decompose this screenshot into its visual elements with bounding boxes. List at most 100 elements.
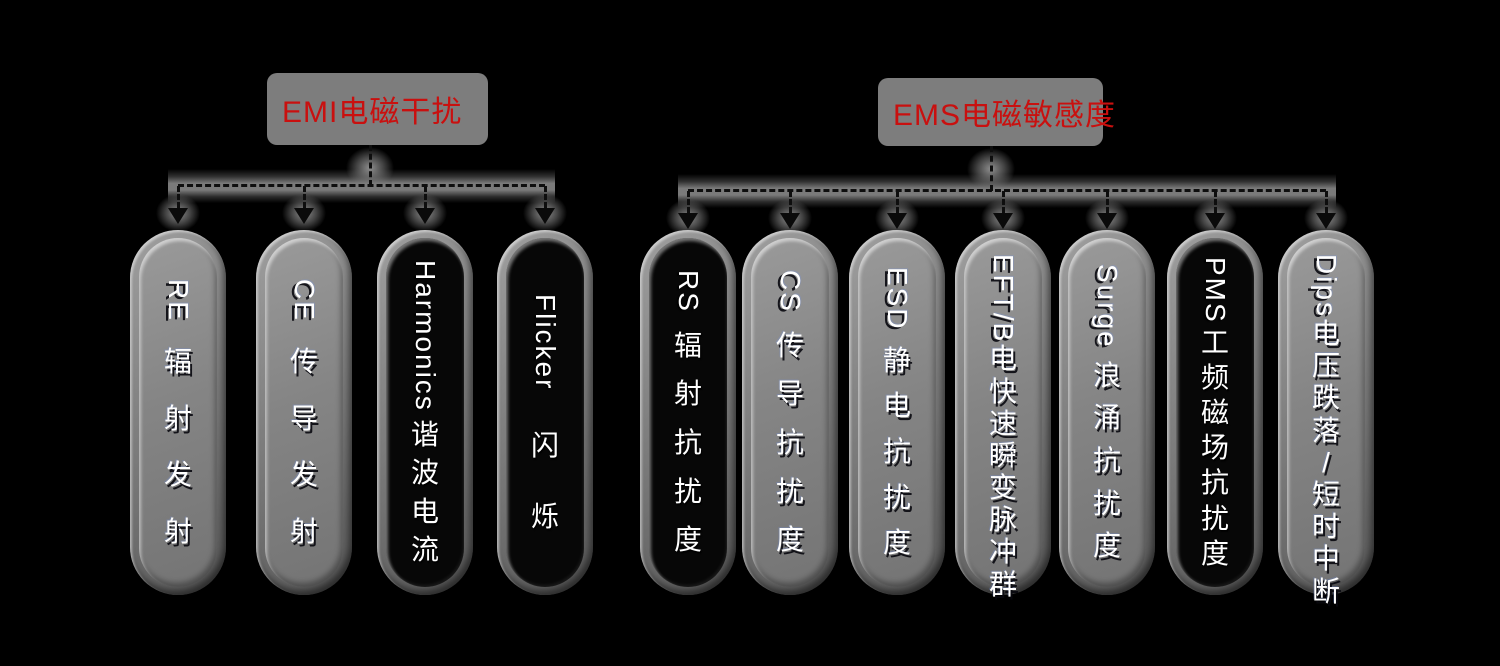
pill-label-segment: 速 xyxy=(988,407,1017,439)
arrow-down-icon xyxy=(678,213,698,229)
pill-label-segment: 跌 xyxy=(1311,382,1340,414)
pill-label-segment: 时 xyxy=(1311,511,1340,543)
pill-label-segment: 落 xyxy=(1311,414,1340,446)
pill-label-segment: 传 xyxy=(775,329,804,361)
pill-label-segment: 谐 xyxy=(410,418,439,450)
emi-branch-line xyxy=(544,186,547,208)
emi-group-header: EMI电磁干扰 xyxy=(267,73,488,145)
arrow-down-icon xyxy=(415,208,435,224)
pill-face: RS 辐射抗扰度 xyxy=(649,238,727,587)
pill-label-segment: 发 xyxy=(289,459,318,491)
pill-label-segment: 抗 xyxy=(1200,467,1229,499)
pill-face: Surge 浪涌抗扰度 xyxy=(1068,238,1146,587)
emi-connector-line xyxy=(178,184,545,187)
emi-branch-line xyxy=(424,186,427,208)
pill-label-segment: 场 xyxy=(1200,432,1229,464)
pill-label-segment: 度 xyxy=(775,524,804,556)
pill-label: Surge 浪涌抗扰度 xyxy=(1068,254,1146,573)
pill-label-segment: 传 xyxy=(289,346,318,377)
pill-label-segment: 扰 xyxy=(1200,502,1229,534)
ems-group-title: EMS电磁敏感度 xyxy=(893,99,1117,132)
ems-branch-line xyxy=(1106,191,1109,213)
pill-label-segment: 频 xyxy=(1200,361,1229,393)
pill-label-segment: 射 xyxy=(163,516,192,548)
pill-label-segment: 辐 xyxy=(673,329,702,361)
pill-label-segment: 射 xyxy=(673,378,702,410)
arrow-down-icon xyxy=(887,213,907,229)
pill-label-segment: 抗 xyxy=(882,435,911,467)
pill-label-segment: RE xyxy=(163,278,195,322)
ems-stem-line xyxy=(990,146,993,191)
arrow-down-icon xyxy=(1097,213,1117,229)
pill-label-segment: 度 xyxy=(1200,537,1229,569)
pill-label-segment: 电 xyxy=(988,343,1017,375)
pill-label-segment: 断 xyxy=(1311,575,1340,607)
pill-ems-0: RS 辐射抗扰度 xyxy=(640,230,736,595)
pill-label-segment: 电 xyxy=(410,495,439,527)
pill-label-segment: 磁 xyxy=(1200,397,1229,429)
pill-label-segment: PMS xyxy=(1200,257,1232,324)
pill-label-segment: 工 xyxy=(1200,326,1229,358)
pill-label-segment: 快 xyxy=(988,375,1017,407)
pill-label-segment: Dips xyxy=(1311,254,1343,319)
pill-label-segment: 导 xyxy=(289,402,318,434)
pill-label-segment: 发 xyxy=(163,459,192,491)
ems-branch-line xyxy=(789,191,792,213)
pill-label-segment: / xyxy=(1322,446,1330,478)
pill-label-segment: 度 xyxy=(1092,530,1121,562)
ems-branch-line xyxy=(687,191,690,213)
arrow-down-icon xyxy=(294,208,314,224)
pill-label-segment: 静 xyxy=(882,344,911,376)
pill-label-segment: 抗 xyxy=(1092,444,1121,476)
pill-label-segment: 流 xyxy=(410,534,439,566)
ems-group-header: EMS电磁敏感度 xyxy=(878,78,1115,146)
arrow-down-icon xyxy=(1316,213,1336,229)
pill-label-segment: 度 xyxy=(673,524,702,556)
pill-label-segment: 变 xyxy=(988,472,1017,504)
pill-label-segment: 扰 xyxy=(673,475,702,507)
pill-label-segment: 冲 xyxy=(988,536,1017,568)
pill-label-segment: 导 xyxy=(775,378,804,410)
ems-connector-line xyxy=(688,189,1326,192)
ems-branch-line xyxy=(1214,191,1217,213)
pill-label-segment: 抗 xyxy=(673,427,702,459)
pill-label-segment: ESD xyxy=(882,267,914,332)
pill-label-segment: 压 xyxy=(1311,350,1340,382)
pill-label-segment: 群 xyxy=(988,568,1017,600)
pill-label-segment: RS xyxy=(673,270,705,314)
arrow-down-icon xyxy=(1205,213,1225,229)
pill-label-segment: 烁 xyxy=(530,501,559,533)
pill-label-segment: Surge xyxy=(1092,264,1124,350)
pill-label-segment: 涌 xyxy=(1092,402,1121,434)
pill-label-segment: 短 xyxy=(1311,478,1340,510)
pill-label-segment: 扰 xyxy=(775,475,804,507)
pill-label-segment: CS xyxy=(775,270,807,314)
pill-label-segment: 扰 xyxy=(1092,487,1121,519)
pill-label-segment: 浪 xyxy=(1092,359,1121,391)
emi-stem-line xyxy=(369,145,372,186)
pill-ems-4: Surge 浪涌抗扰度 xyxy=(1059,230,1155,595)
